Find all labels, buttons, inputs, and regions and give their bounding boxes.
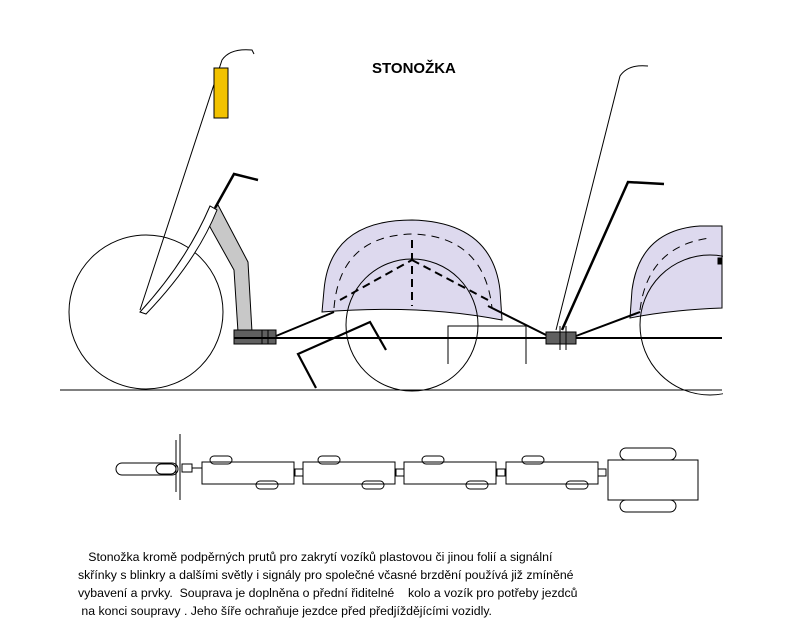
top-front-hitch bbox=[181, 463, 193, 473]
foot-support bbox=[296, 320, 387, 389]
top-hitch-1 bbox=[294, 468, 304, 477]
trailer-1-rib-left bbox=[339, 259, 413, 301]
front-fork bbox=[204, 204, 253, 333]
trailer-2-cover bbox=[629, 225, 723, 319]
trailer-2-marker bbox=[717, 257, 723, 265]
top-trailer-2-wheel-top bbox=[317, 455, 341, 465]
caption-line: Stonožka kromě podpěrných prutů pro zakr… bbox=[78, 550, 553, 564]
trailer-1-inner-arch bbox=[333, 233, 493, 309]
signal-mast bbox=[139, 49, 255, 311]
signal-box bbox=[213, 67, 229, 119]
side-view bbox=[60, 49, 781, 396]
top-hitch-3 bbox=[496, 468, 506, 477]
caption-line: na konci soupravy . Jeho šíře ochraňuje … bbox=[78, 604, 492, 618]
caption-line: skřínky s blinkry a dalšími světly i sig… bbox=[78, 568, 574, 582]
trailer-1-wheel bbox=[345, 258, 479, 392]
top-rear-cart bbox=[607, 459, 699, 501]
top-trailer-1 bbox=[201, 461, 295, 485]
top-trailer-1-wheel-bottom bbox=[255, 480, 279, 490]
top-hitch-2 bbox=[395, 468, 405, 477]
trailer-1-rib-right bbox=[411, 259, 489, 301]
diagram-title: STONOŽKA bbox=[372, 60, 456, 77]
rear-rider-bars bbox=[560, 180, 665, 331]
top-trailer-4-wheel-bottom bbox=[565, 480, 589, 490]
trailer-1-bracket bbox=[447, 325, 527, 364]
front-fender bbox=[139, 205, 218, 315]
middle-coupler bbox=[545, 331, 577, 345]
top-trailer-3-wheel-bottom bbox=[465, 480, 489, 490]
rear-signal-mast bbox=[555, 65, 649, 331]
caption-text: Stonožka kromě podpěrných prutů pro zakr… bbox=[78, 548, 718, 620]
trailer-2-front-tow bbox=[575, 311, 641, 337]
top-trailer-2 bbox=[302, 461, 396, 485]
top-front-wheel bbox=[115, 462, 179, 476]
trailer-1-rear-tow bbox=[487, 305, 549, 337]
top-trailer-4-wheel-top bbox=[521, 455, 545, 465]
top-rear-cart-wheel-bottom bbox=[619, 499, 677, 513]
top-front-hub bbox=[155, 463, 177, 475]
top-rear-cart-wheel-top bbox=[619, 447, 677, 461]
top-trailer-3-wheel-top bbox=[421, 455, 445, 465]
top-view bbox=[115, 434, 699, 513]
trailer-1-front-tow bbox=[275, 311, 335, 337]
top-trailer-2-wheel-bottom bbox=[361, 480, 385, 490]
handlebar bbox=[213, 172, 259, 209]
top-trailer-3 bbox=[403, 461, 497, 485]
top-hitch-4 bbox=[597, 468, 607, 477]
front-wheel bbox=[68, 234, 224, 390]
caption-line: vybavení a prvky. Souprava je doplněna o… bbox=[78, 586, 578, 600]
top-trailer-1-wheel-top bbox=[209, 455, 233, 465]
right-edge-mask bbox=[723, 180, 794, 410]
